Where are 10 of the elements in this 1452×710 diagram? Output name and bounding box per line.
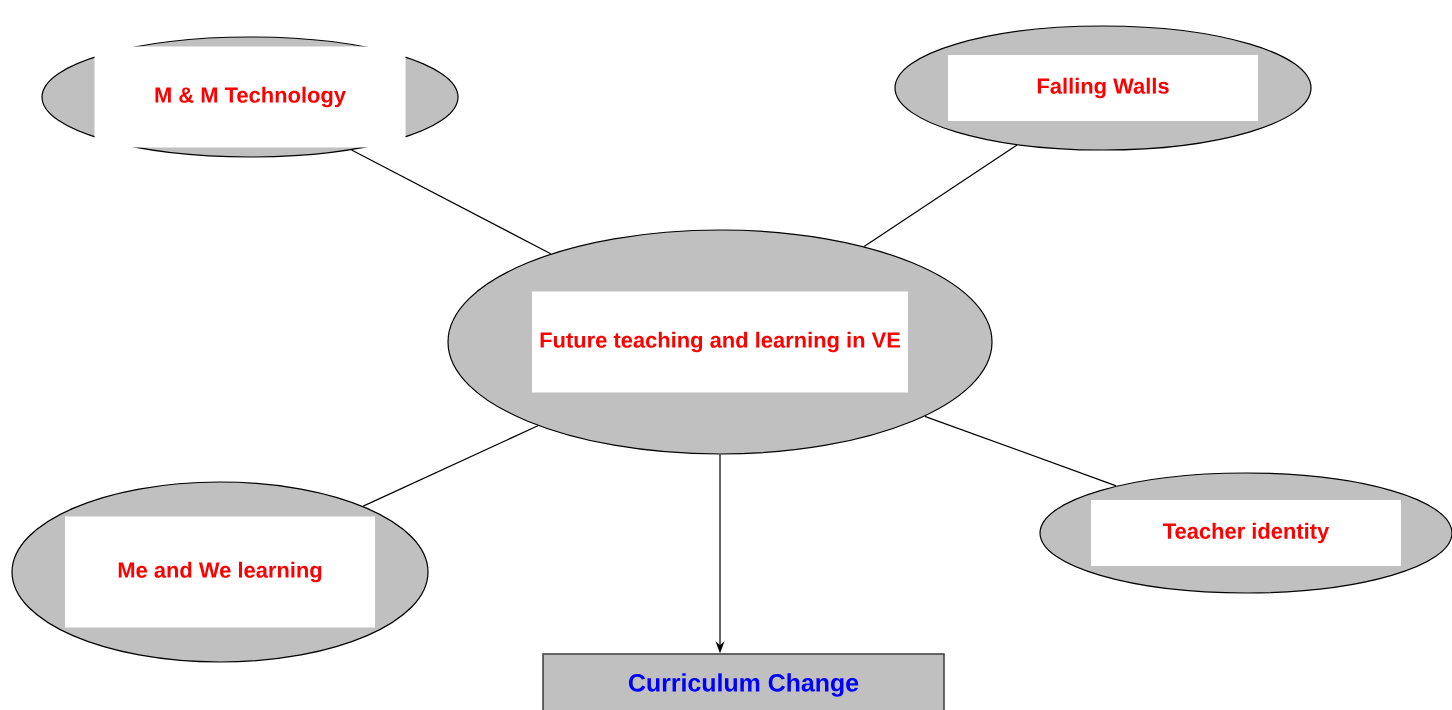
connector-line — [350, 149, 552, 255]
ellipse-node: M & M Technology — [41, 36, 459, 158]
connector-line — [924, 415, 1117, 487]
ellipse-node: Me and We learning — [11, 481, 429, 663]
connector-line — [362, 425, 539, 507]
connector-line — [863, 144, 1018, 247]
text-box: Curriculum Change — [542, 653, 945, 710]
ellipse-node: Teacher identity — [1039, 472, 1452, 594]
ellipse-node: Future teaching and learning in VE — [447, 229, 993, 455]
ellipse-node: Falling Walls — [894, 25, 1312, 151]
